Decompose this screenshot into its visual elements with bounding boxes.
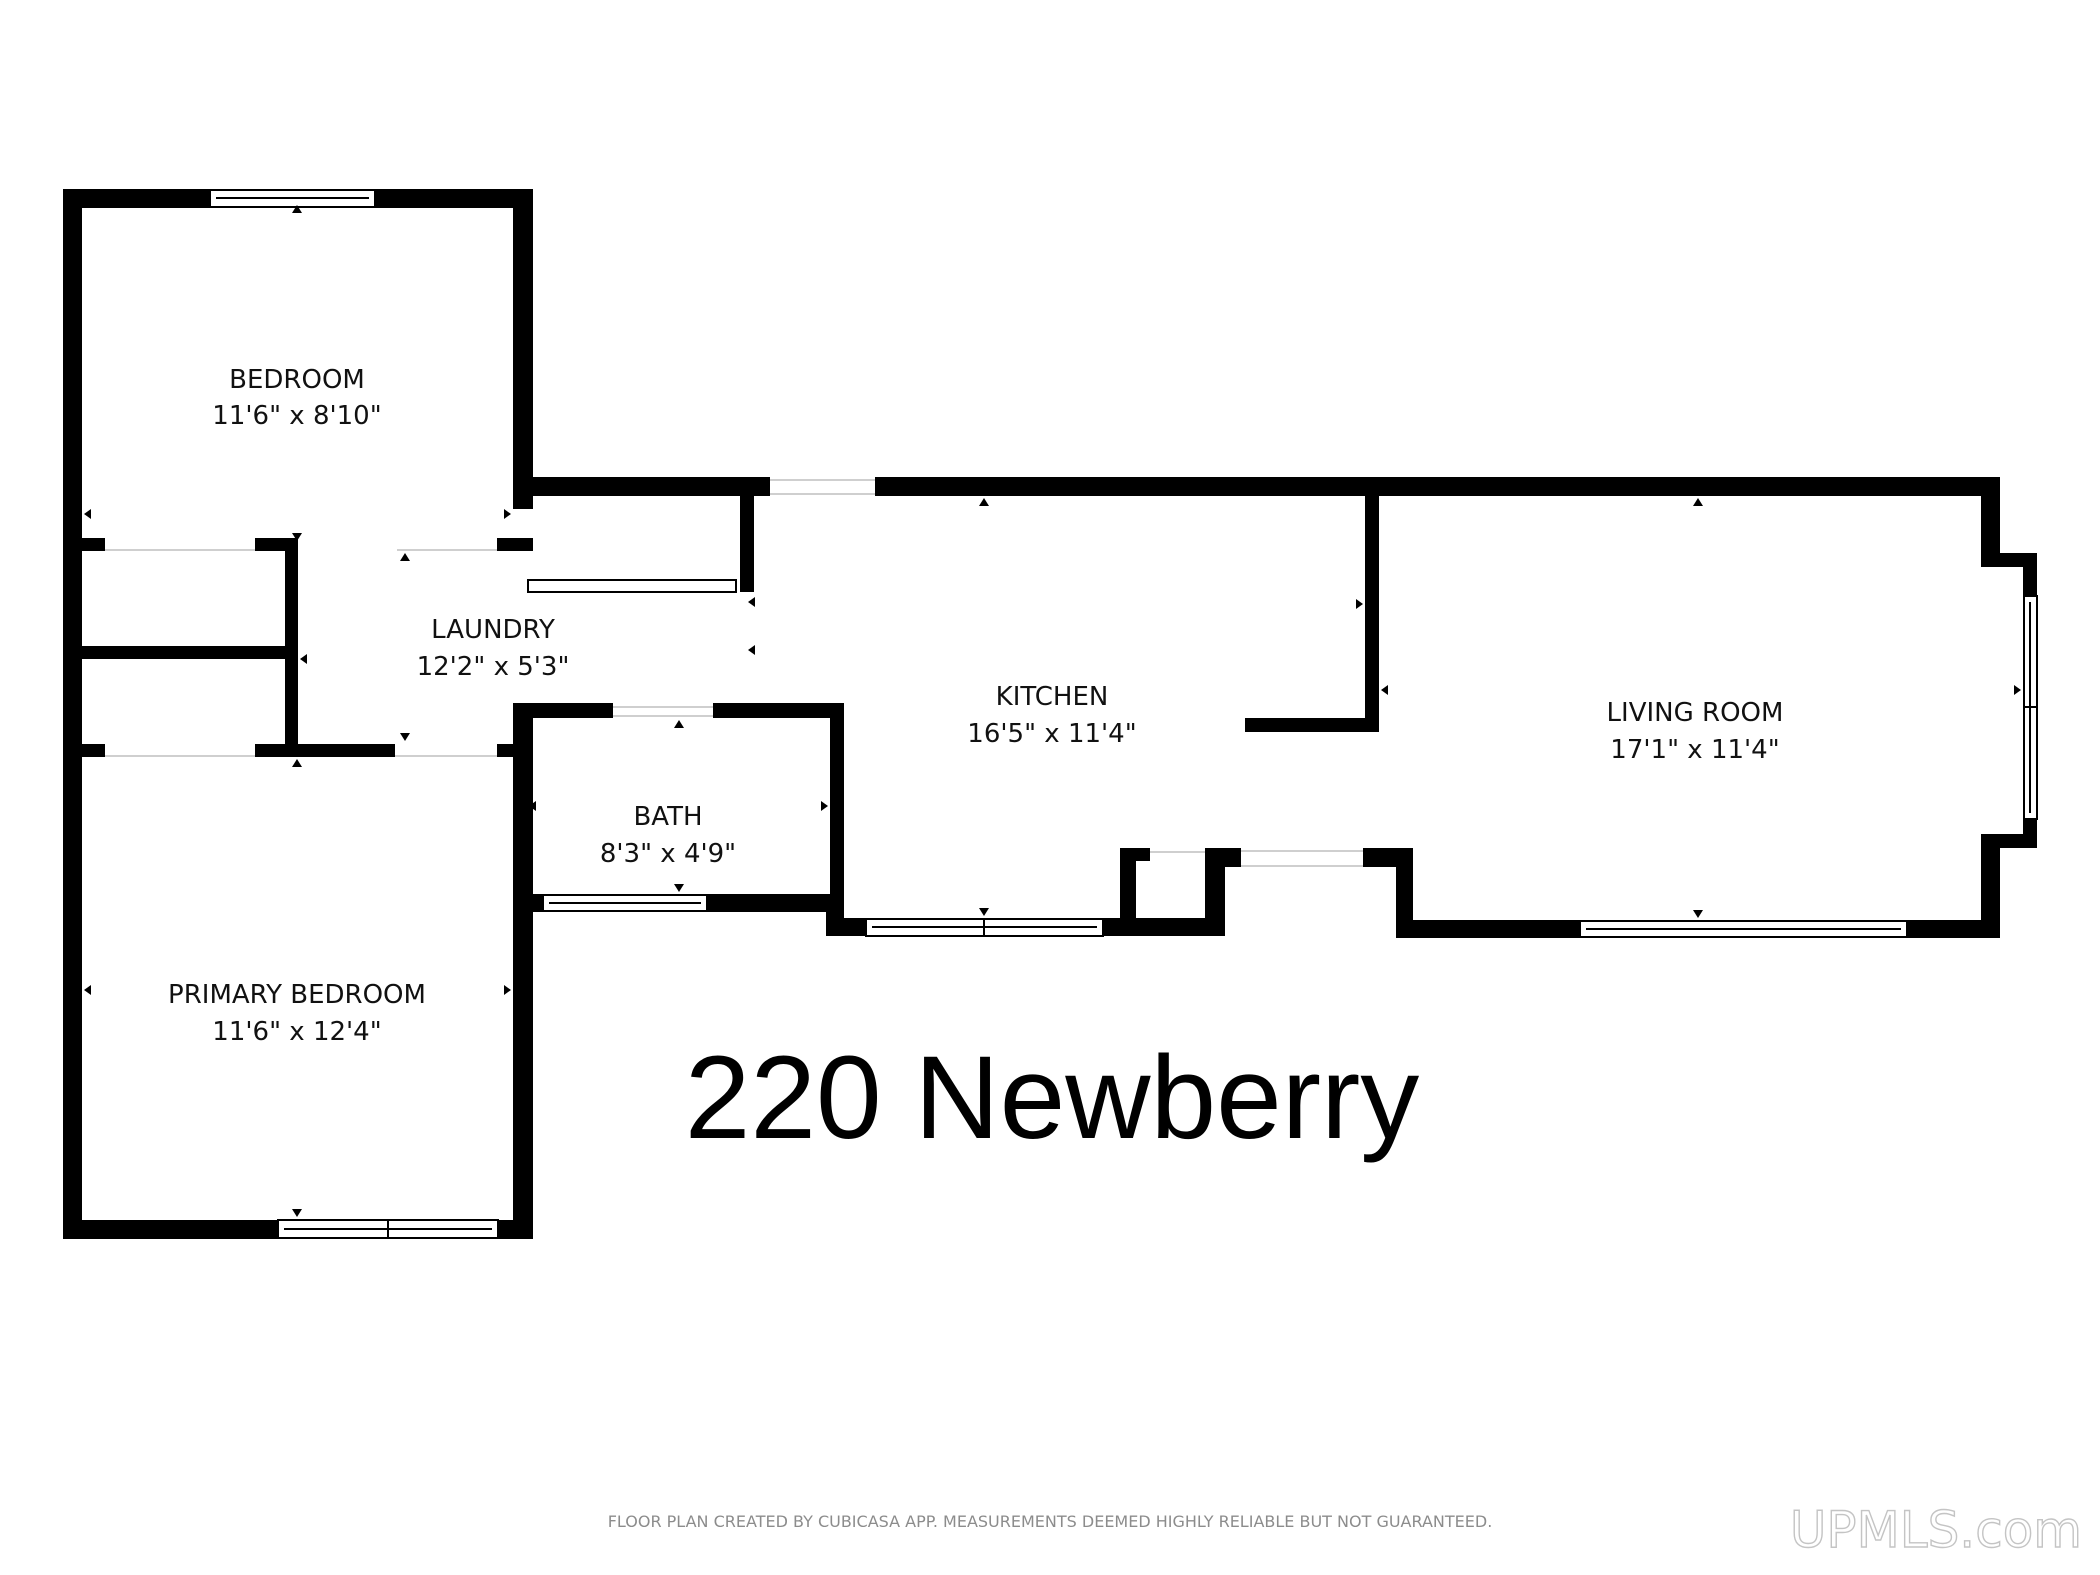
wall-pantry [1120,848,1150,861]
dimension-ticks [84,205,2021,1217]
wall-laundry-closet [740,477,754,592]
tick [84,509,91,519]
wall-south [1907,920,2000,938]
room-name-primary-bedroom: PRIMARY BEDROOM [168,980,426,1010]
tick [300,654,307,664]
wall-partition [497,538,533,551]
wall-bedroom-east [513,189,533,509]
tick [979,498,989,506]
wall-north [875,477,2000,496]
room-dims-living-room: 17'1" x 11'4" [1610,735,1779,765]
wall-bath-south [527,894,543,912]
room-dims-bath: 8'3" x 4'9" [600,839,736,869]
tick [674,884,684,892]
wall-bath-west [513,710,527,912]
tick [1693,498,1703,506]
room-name-living-room: LIVING ROOM [1607,698,1784,728]
tick [292,759,302,767]
tick [2014,685,2021,695]
wall-closet [285,538,298,748]
tick [1693,910,1703,918]
windows [209,189,2038,1239]
tick [748,645,755,655]
wall-west [63,189,82,1239]
tick [821,801,828,811]
wall-kitchen-living [1365,496,1379,730]
room-dims-kitchen: 16'5" x 11'4" [967,719,1136,749]
room-dims-bedroom: 11'6" x 8'10" [212,401,381,431]
room-dims-primary-bedroom: 11'6" x 12'4" [212,1017,381,1047]
wall-partition [63,538,105,551]
brand-watermark: UPMLS.com [1790,1501,2082,1559]
tick [292,533,302,541]
wall-partition [255,744,395,757]
wall-closet-divider [63,646,293,659]
tick [748,597,755,607]
wall-north [513,477,770,496]
tick [1356,599,1363,609]
wall-south-step [1396,848,1413,938]
wall-pantry [1120,848,1136,936]
wall-east [1981,834,2000,938]
openings [105,479,1363,867]
room-labels: BEDROOM 11'6" x 8'10" LAUNDRY 12'2" x 5'… [168,365,1783,1047]
tick [400,553,410,561]
tick [529,801,536,811]
closet-door [527,579,737,593]
tick [979,908,989,916]
wall-pantry [1205,848,1241,867]
tick [1381,685,1388,695]
wall-kitchen-peninsula [1245,718,1379,732]
room-name-kitchen: KITCHEN [996,682,1109,712]
wall-bath-north [513,703,613,718]
wall-partition [63,744,105,757]
wall-south [826,918,866,936]
room-name-bath: BATH [633,802,702,832]
room-name-bedroom: BEDROOM [229,365,365,395]
wall-south [1103,918,1125,936]
tick [292,1209,302,1217]
tick [504,985,511,995]
wall-east [1981,477,2000,555]
wall-south [1396,920,1580,938]
laundry-closet-door [527,579,737,593]
tick [504,509,511,519]
wall-bath-east [830,703,844,913]
wall-bath-north [713,703,843,718]
wall-pantry [1120,918,1224,936]
disclaimer-text: FLOOR PLAN CREATED BY CUBICASA APP. MEAS… [608,1512,1493,1531]
wall-bath-south [707,894,844,912]
tick [674,720,684,728]
tick [292,205,302,213]
wall-pantry [1205,848,1225,936]
tick [400,733,410,741]
room-name-laundry: LAUNDRY [431,615,555,645]
address-title: 220 Newberry [685,1032,1420,1164]
room-dims-laundry: 12'2" x 5'3" [417,652,570,682]
tick [84,985,91,995]
